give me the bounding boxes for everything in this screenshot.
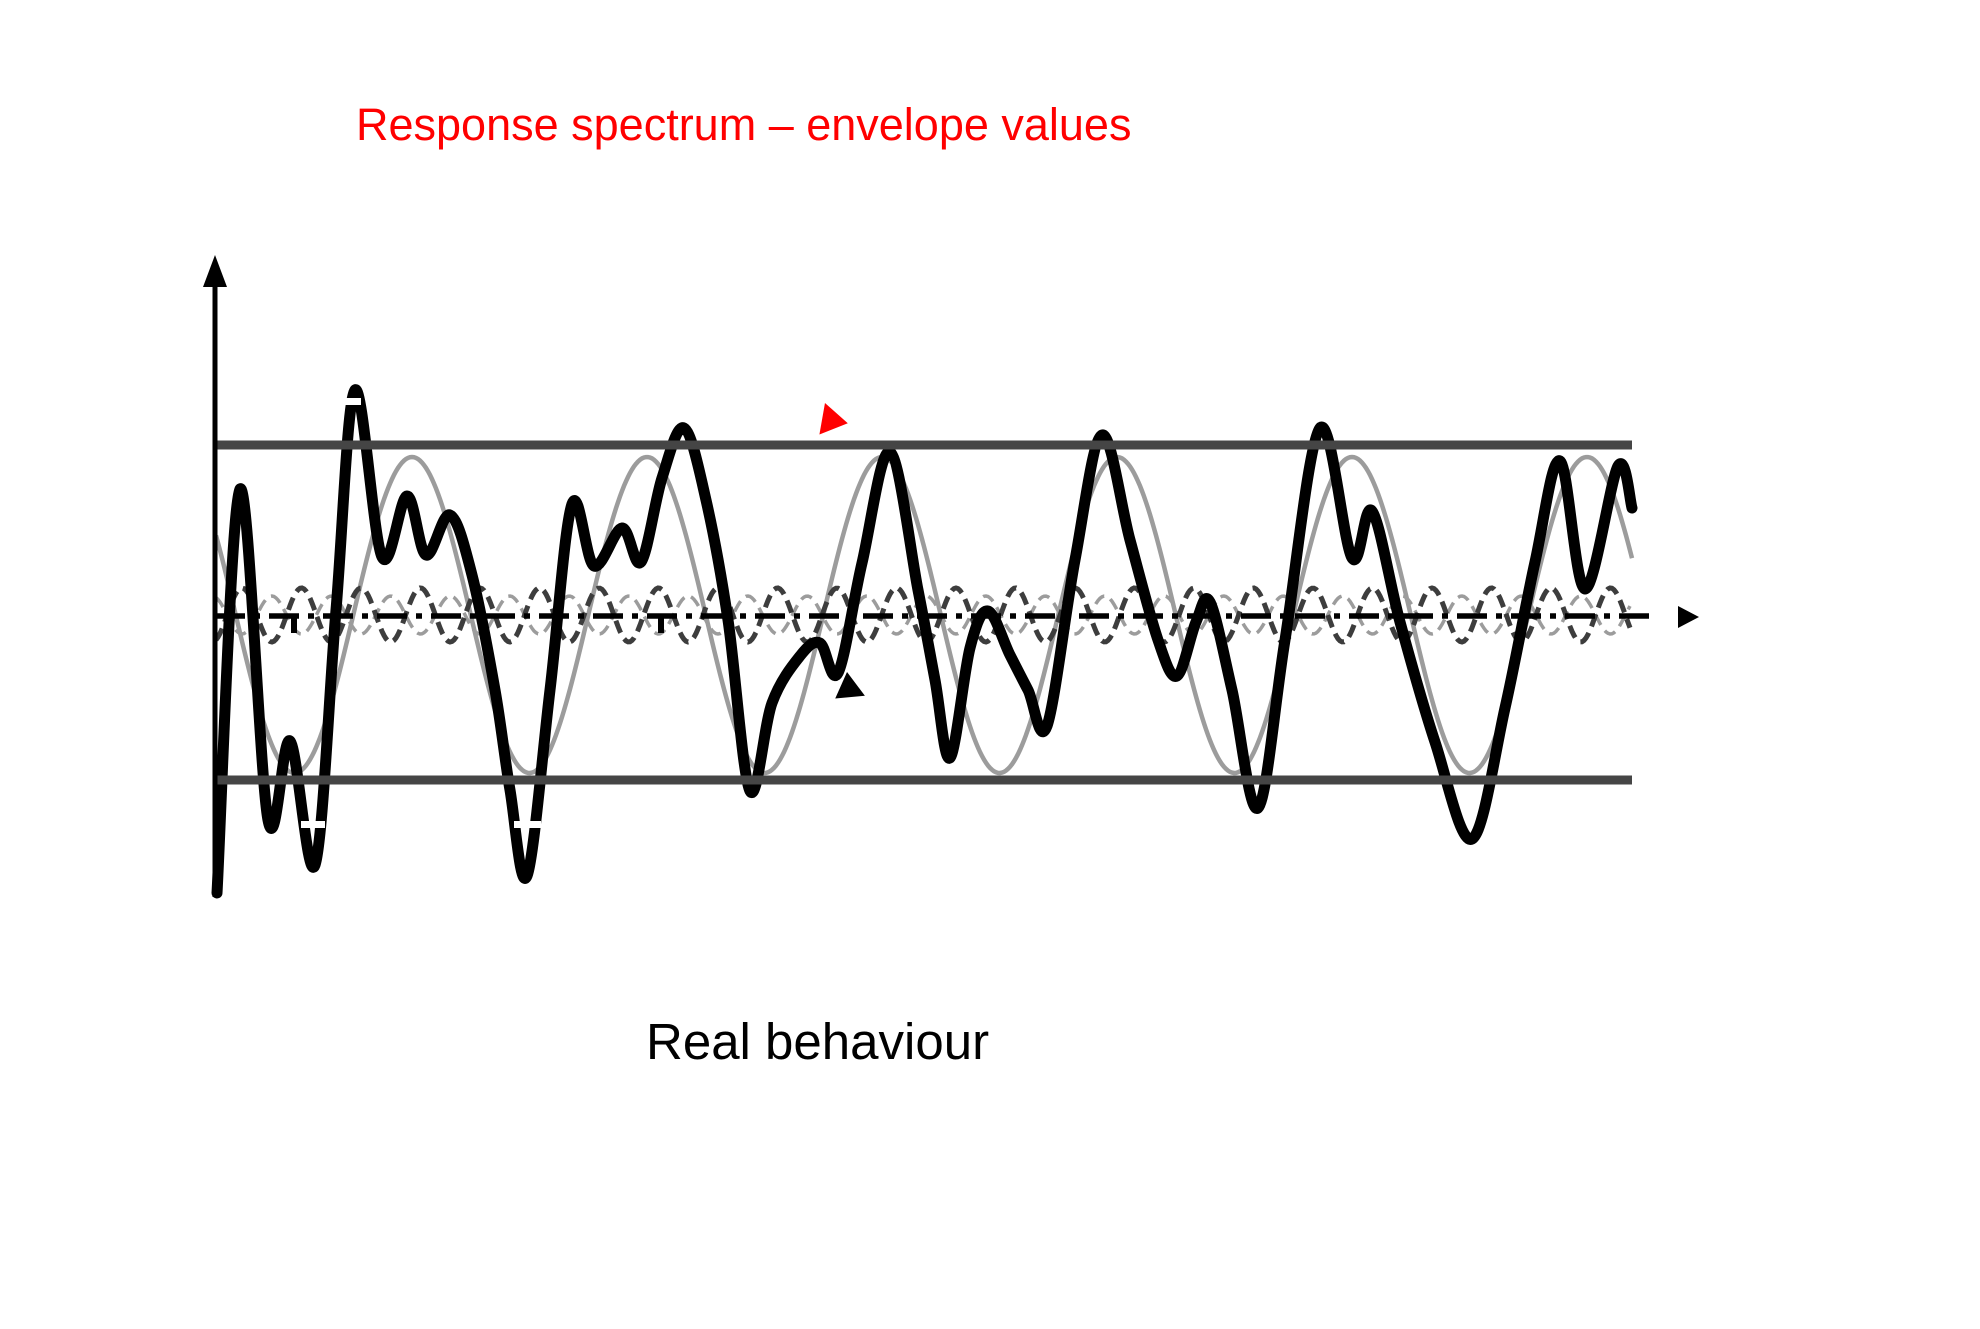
time-axis-tick-2 bbox=[658, 614, 664, 633]
caption-real-behaviour: Real behaviour bbox=[646, 1013, 990, 1070]
small-dashed-sinusoid-dark bbox=[213, 585, 1633, 645]
white-dash-mark-1 bbox=[339, 398, 361, 405]
real-response-wave-curve bbox=[211, 384, 1638, 899]
black-pointer-triangle-icon bbox=[835, 671, 865, 699]
white-dash-mark-3 bbox=[514, 821, 541, 828]
time-axis-arrowhead-icon bbox=[1678, 606, 1699, 628]
time-axis-tick-1 bbox=[291, 614, 297, 633]
vertical-axis-arrowhead-icon bbox=[203, 255, 227, 287]
red-pointer-triangle-icon bbox=[819, 402, 848, 435]
white-dash-mark-2 bbox=[301, 821, 325, 828]
slide-title: Response spectrum – envelope values bbox=[356, 99, 1132, 150]
gray-sinusoid-curve bbox=[213, 454, 1635, 776]
